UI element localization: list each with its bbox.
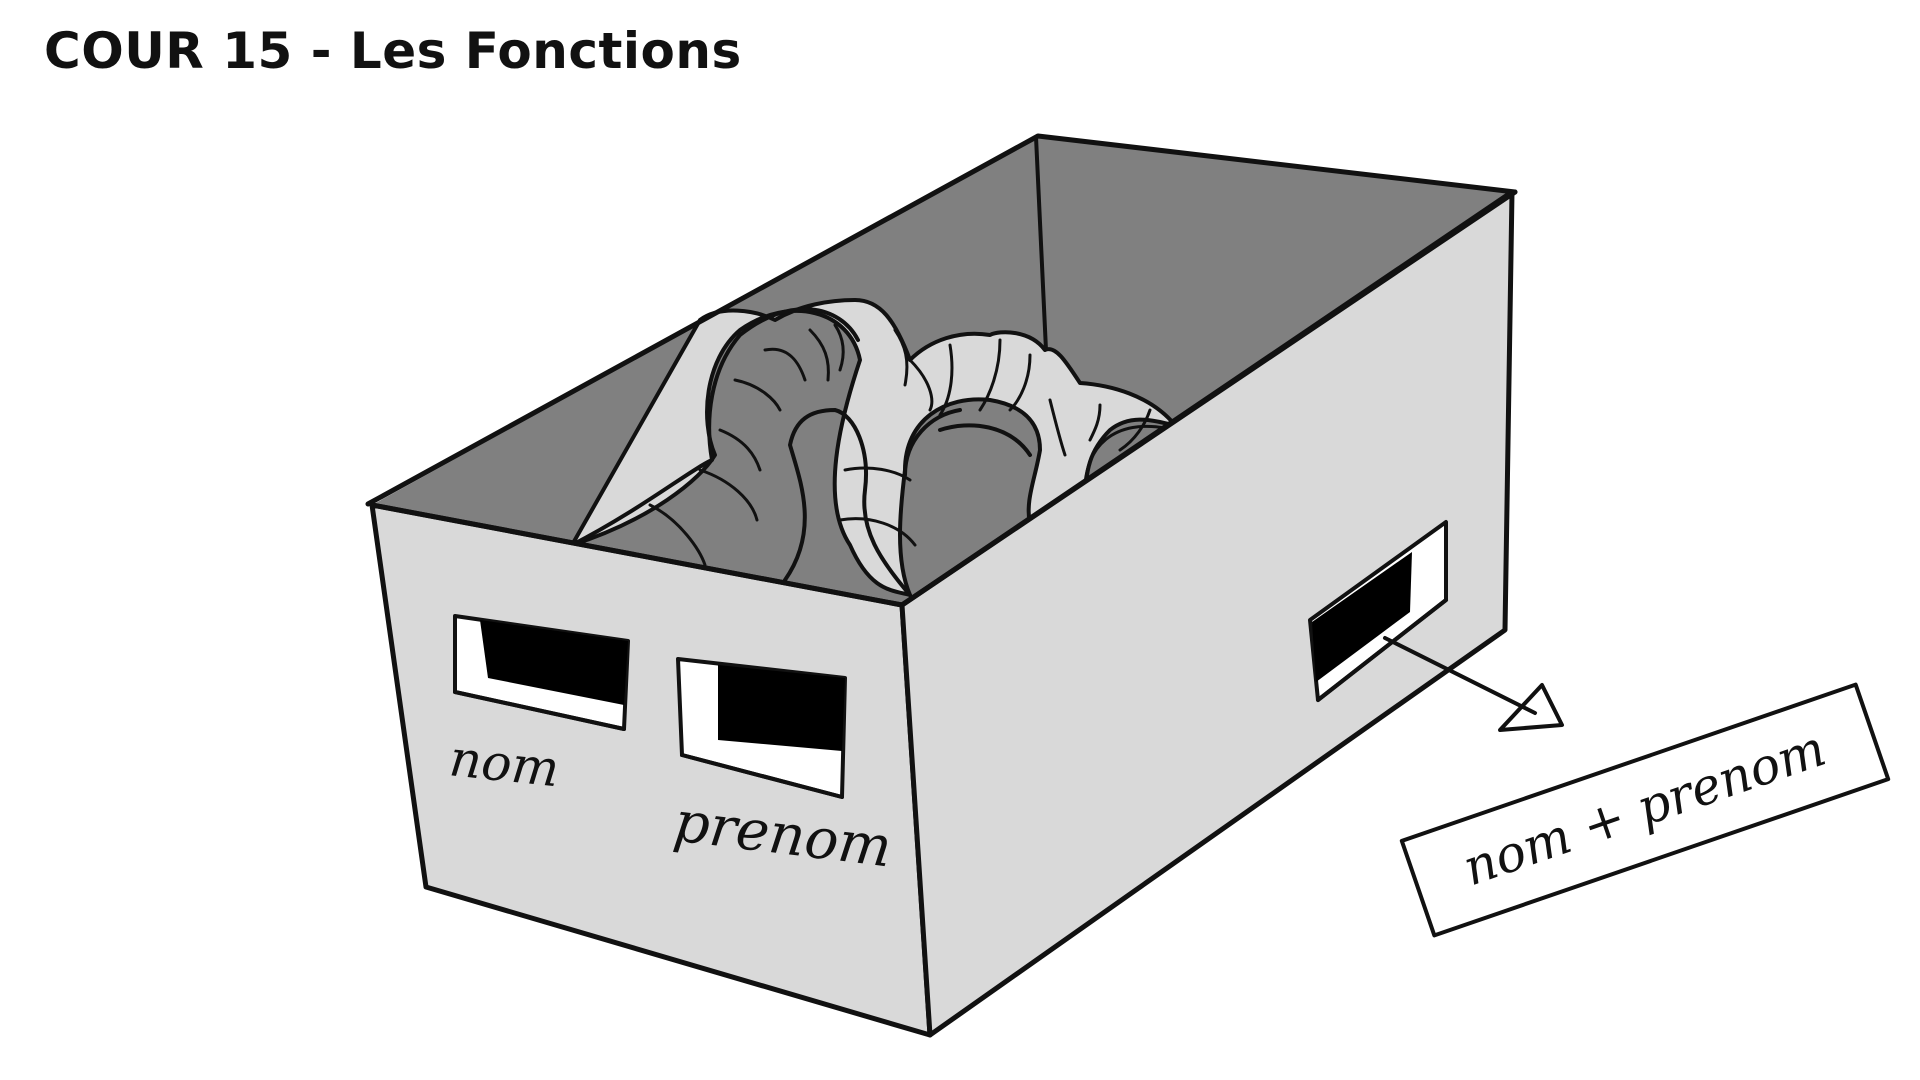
tube-body — [570, 298, 1177, 597]
arrow-head — [1498, 683, 1564, 732]
output-arrow — [1383, 636, 1564, 732]
coiled-tube — [570, 298, 1177, 597]
output-label-frame — [1399, 682, 1891, 938]
box-interior-left-wall — [1036, 137, 1512, 428]
box-rim — [365, 133, 1518, 507]
input-slot-2 — [676, 657, 847, 799]
output-slot — [1308, 520, 1448, 702]
input-label-nom: nom — [447, 729, 562, 798]
input-slot-1 — [453, 614, 630, 731]
tube-ribs — [648, 323, 1152, 567]
slide-title: COUR 15 - Les Fonctions — [44, 22, 742, 80]
output-label-box: nom + prenom — [1399, 682, 1891, 938]
